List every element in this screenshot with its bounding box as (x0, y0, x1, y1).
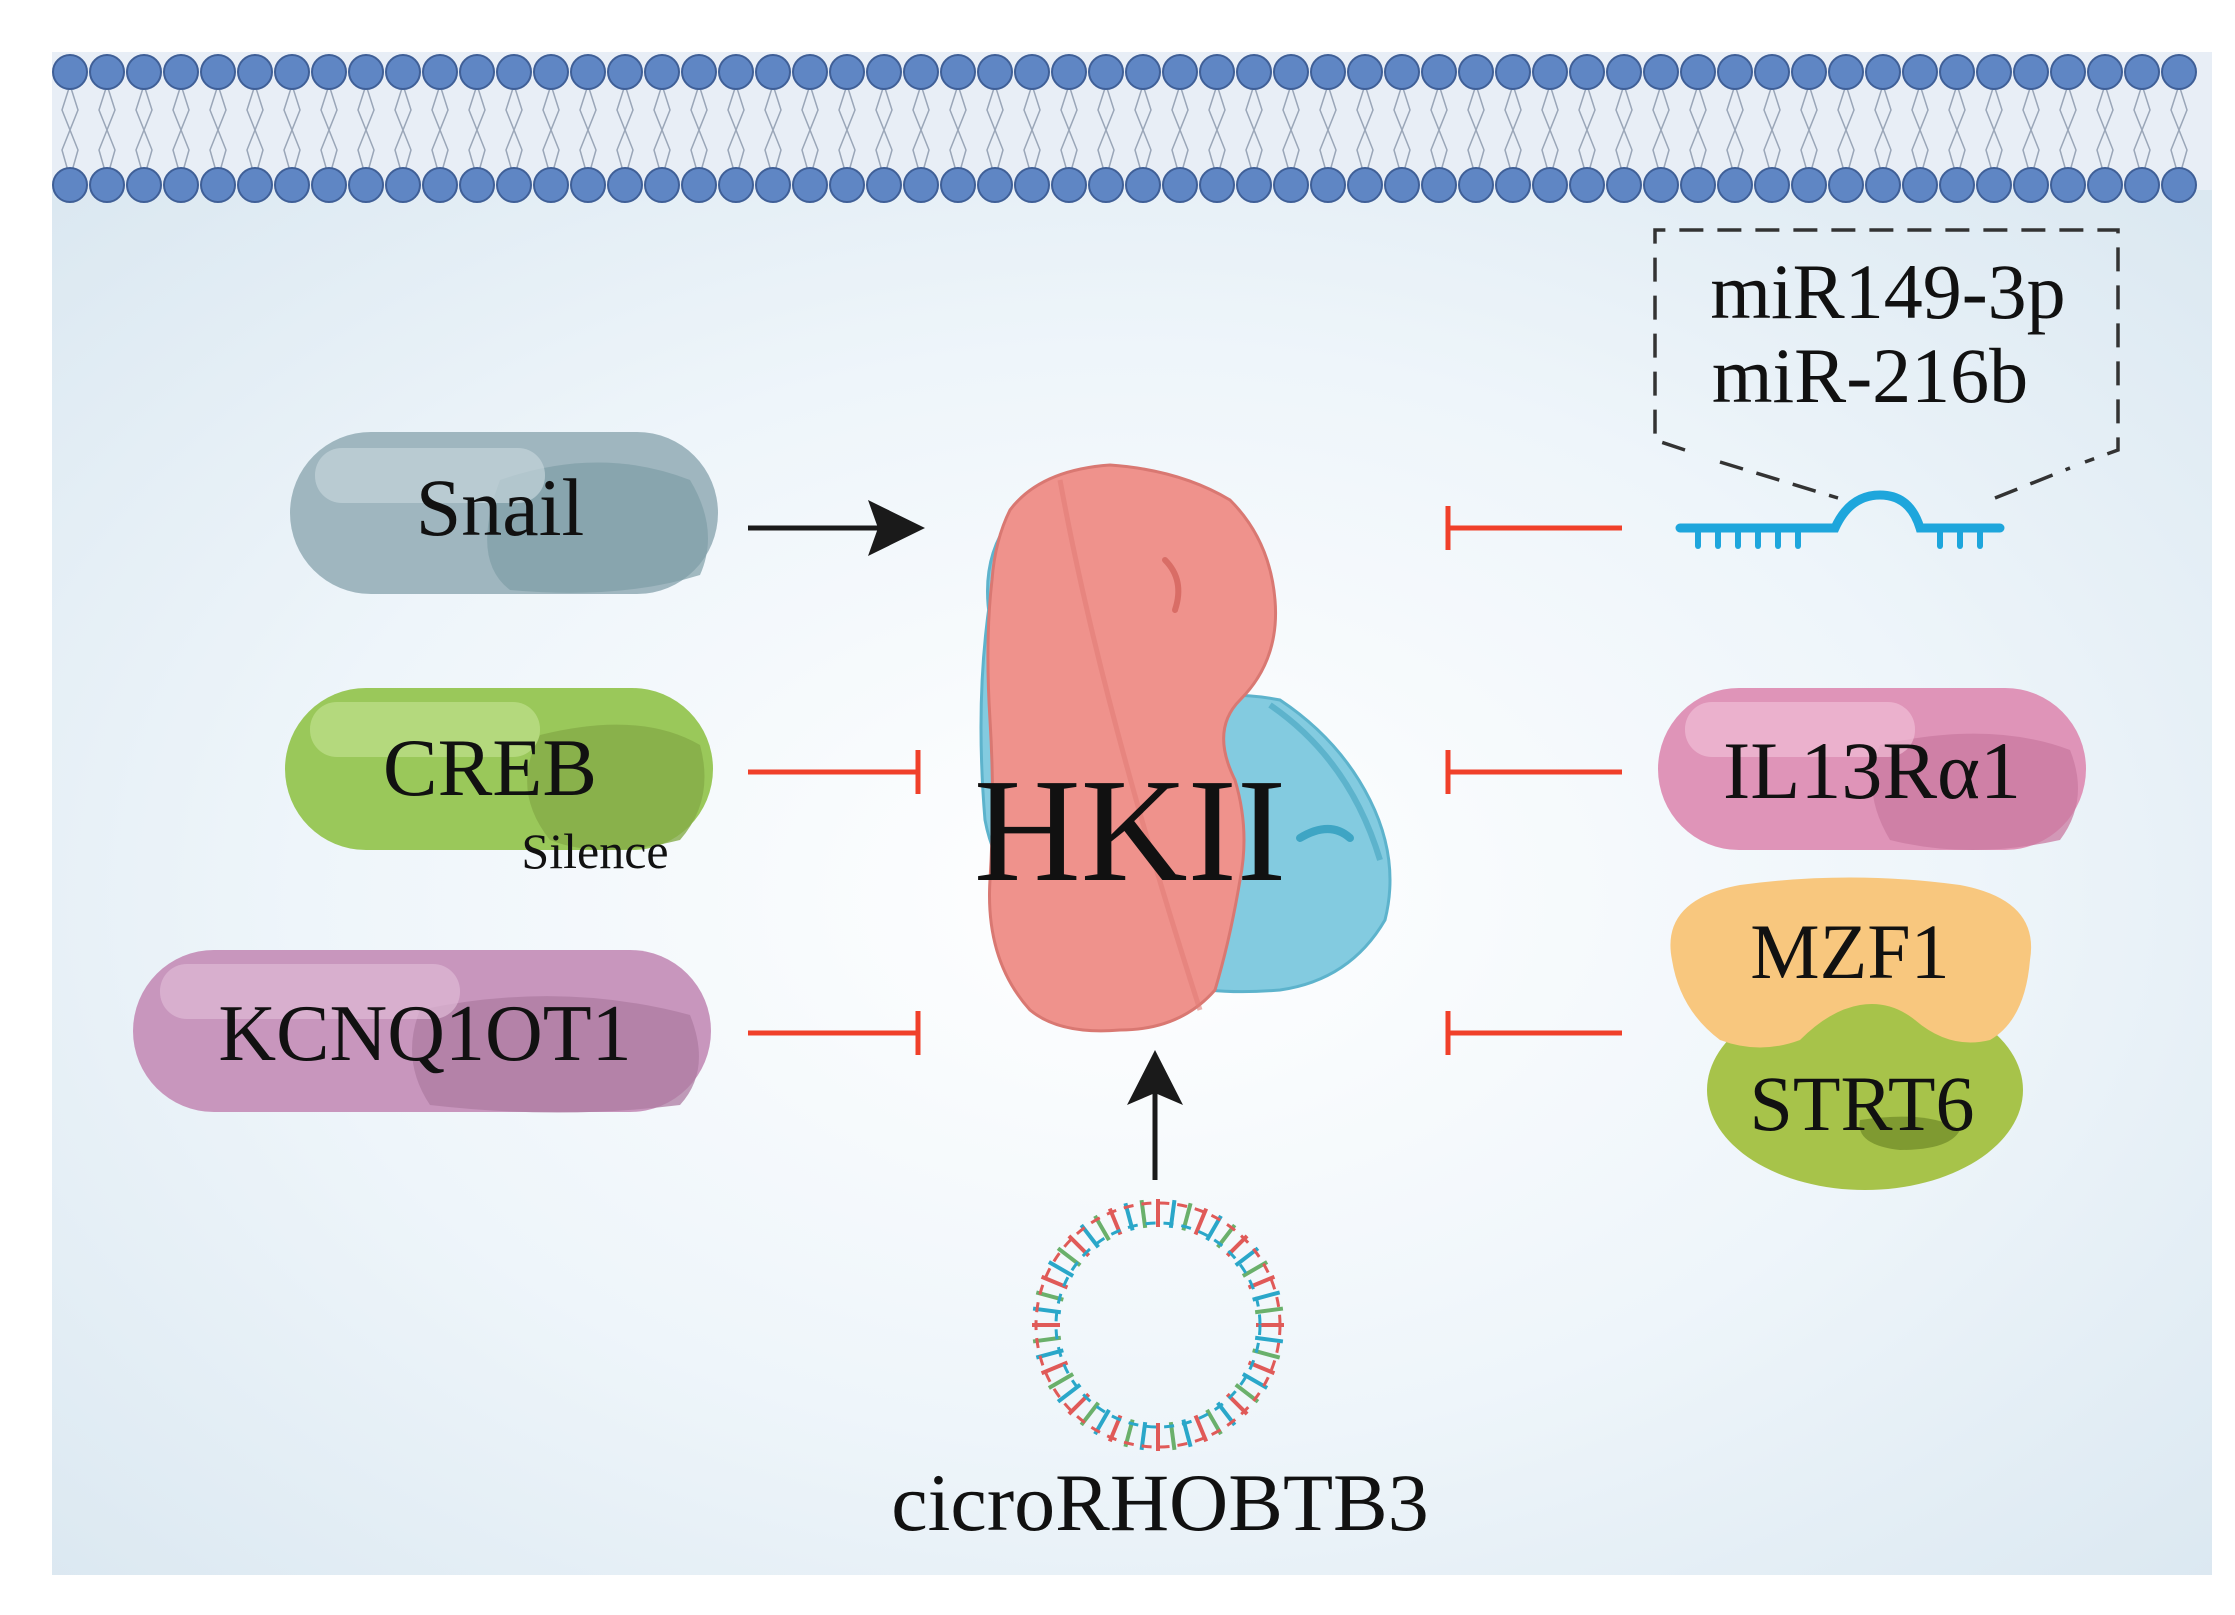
creb-silence-label: Silence (521, 823, 668, 879)
snail-label: Snail (416, 462, 585, 553)
il13ra1-label: IL13Rα1 (1723, 725, 2021, 816)
circrna-label: cicroRHOBTB3 (891, 1457, 1428, 1548)
kcnq1ot1-inhibition-arrow (748, 1011, 921, 1055)
il13ra1-node: IL13Rα1 (1658, 688, 2086, 850)
mzf1-strt6-complex: MZF1 STRT6 (1670, 877, 2032, 1190)
mirna-group: miR149-3p miR-216b (1653, 228, 2120, 549)
circrna-activation-arrow (1127, 1050, 1183, 1180)
mirna-dashed-box (1653, 228, 2120, 464)
creb-node: CREB Silence (285, 688, 713, 879)
mirna-inhibition-arrow (1445, 506, 1622, 550)
snail-activation-arrow (748, 500, 925, 556)
cell-membrane (52, 52, 2212, 203)
il13ra1-inhibition-arrow (1445, 750, 1622, 794)
mir216b-label: miR-216b (1712, 332, 2028, 419)
mzf1-node (1670, 877, 2032, 1048)
hkii-protein: HKII (974, 463, 1392, 1033)
hkii-label: HKII (974, 749, 1286, 913)
mir149-label: miR149-3p (1710, 248, 2065, 335)
snail-node: Snail (290, 432, 718, 594)
circrna-ring-icon (1032, 1199, 1284, 1451)
creb-inhibition-arrow (748, 750, 921, 794)
mirna-hairpin-icon (1675, 490, 2005, 549)
hkii-red-subunit (986, 463, 1278, 1033)
mzf1-label: MZF1 (1750, 908, 1949, 995)
creb-label: CREB (383, 722, 597, 813)
strt6-label: STRT6 (1749, 1060, 1974, 1147)
mzf1-inhibition-arrow (1445, 1011, 1622, 1055)
kcnq1ot1-node: KCNQ1OT1 (133, 950, 711, 1113)
kcnq1ot1-label: KCNQ1OT1 (218, 990, 631, 1078)
